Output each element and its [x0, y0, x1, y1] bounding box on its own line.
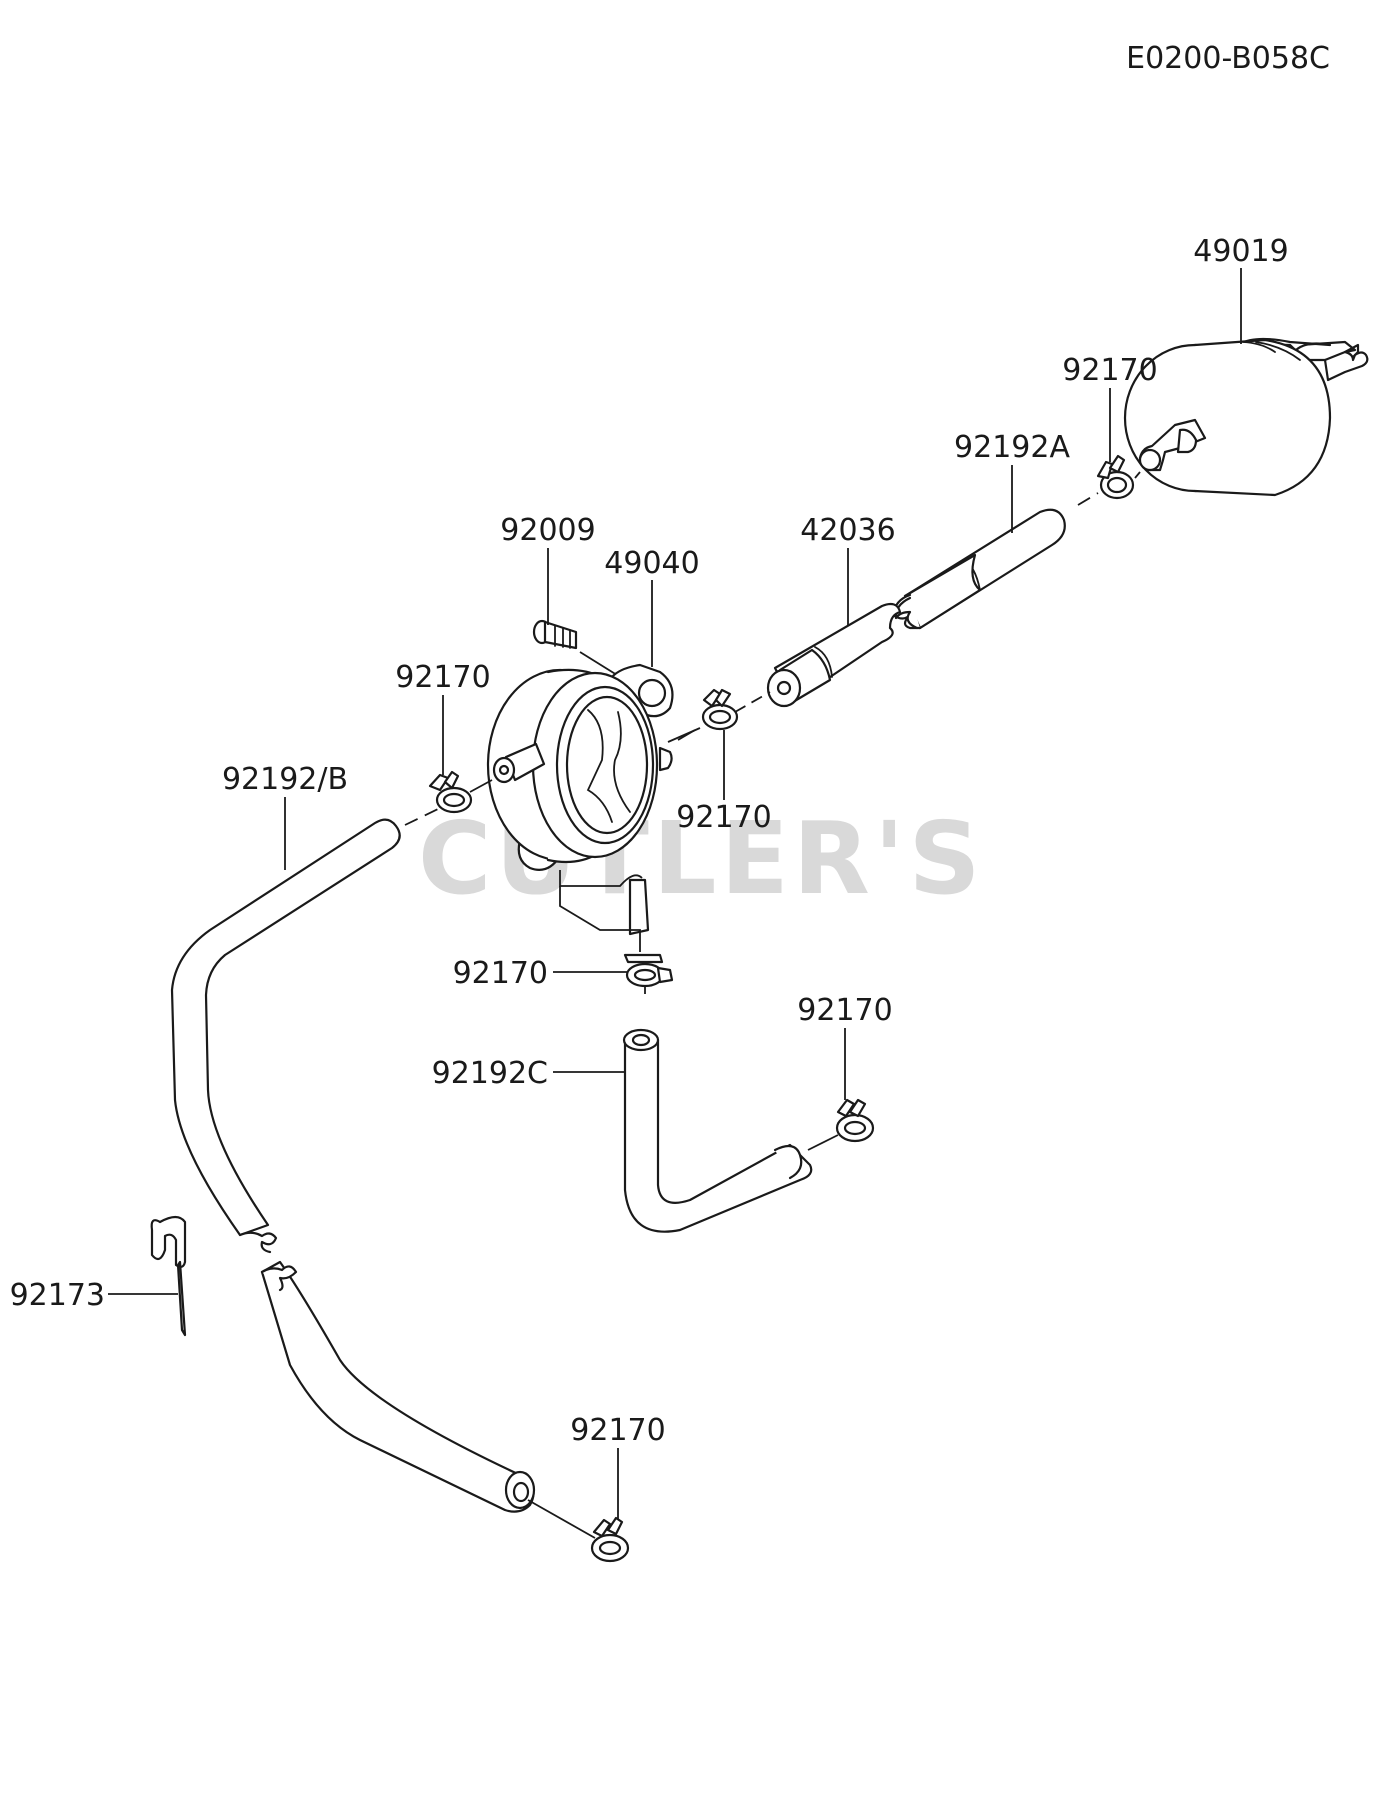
callout-92170-filter[interactable]: 92170: [1062, 353, 1157, 388]
callout-49040[interactable]: 49040: [604, 546, 699, 581]
callout-92170-pump-left[interactable]: 92170: [395, 660, 490, 695]
fuel-filter-49019[interactable]: [1123, 337, 1369, 497]
callout-92170-hose-c[interactable]: 92170: [797, 993, 892, 1028]
fuel-hose-92192b[interactable]: [170, 818, 536, 1513]
callout-42036[interactable]: 42036: [800, 513, 895, 548]
bolt-92009[interactable]: [532, 619, 578, 650]
hose-clip-92173[interactable]: [150, 1215, 187, 1337]
fuel-pump-49040[interactable]: [486, 663, 674, 936]
hose-clamp-hose-b-end[interactable]: [590, 1516, 630, 1563]
callout-92170-pump-bottom[interactable]: 92170: [453, 956, 548, 991]
fuel-hose-92192a[interactable]: [891, 508, 1066, 630]
hose-clamp-pump-bottom[interactable]: [623, 953, 674, 988]
callout-92170-hose-b-end[interactable]: 92170: [570, 1413, 665, 1448]
diagram-code: E0200-B058C: [1126, 41, 1330, 76]
hose-clamp-hose-c[interactable]: [835, 1098, 875, 1143]
callout-92173[interactable]: 92173: [10, 1278, 105, 1313]
callout-49019[interactable]: 49019: [1193, 234, 1288, 269]
callout-92192a[interactable]: 92192A: [954, 430, 1070, 465]
hose-joint-42036[interactable]: [766, 602, 902, 708]
hose-clamp-pump-right[interactable]: [701, 688, 739, 731]
hose-clamp-filter[interactable]: [1096, 454, 1135, 500]
fuel-hose-92192c[interactable]: [622, 1028, 813, 1233]
hose-clamp-pump-left[interactable]: [428, 770, 473, 814]
callout-92192c[interactable]: 92192C: [432, 1056, 548, 1091]
callout-92009[interactable]: 92009: [500, 513, 595, 548]
callout-92192b[interactable]: 92192/B: [222, 762, 348, 797]
callout-92170-pump-right[interactable]: 92170: [676, 800, 771, 835]
